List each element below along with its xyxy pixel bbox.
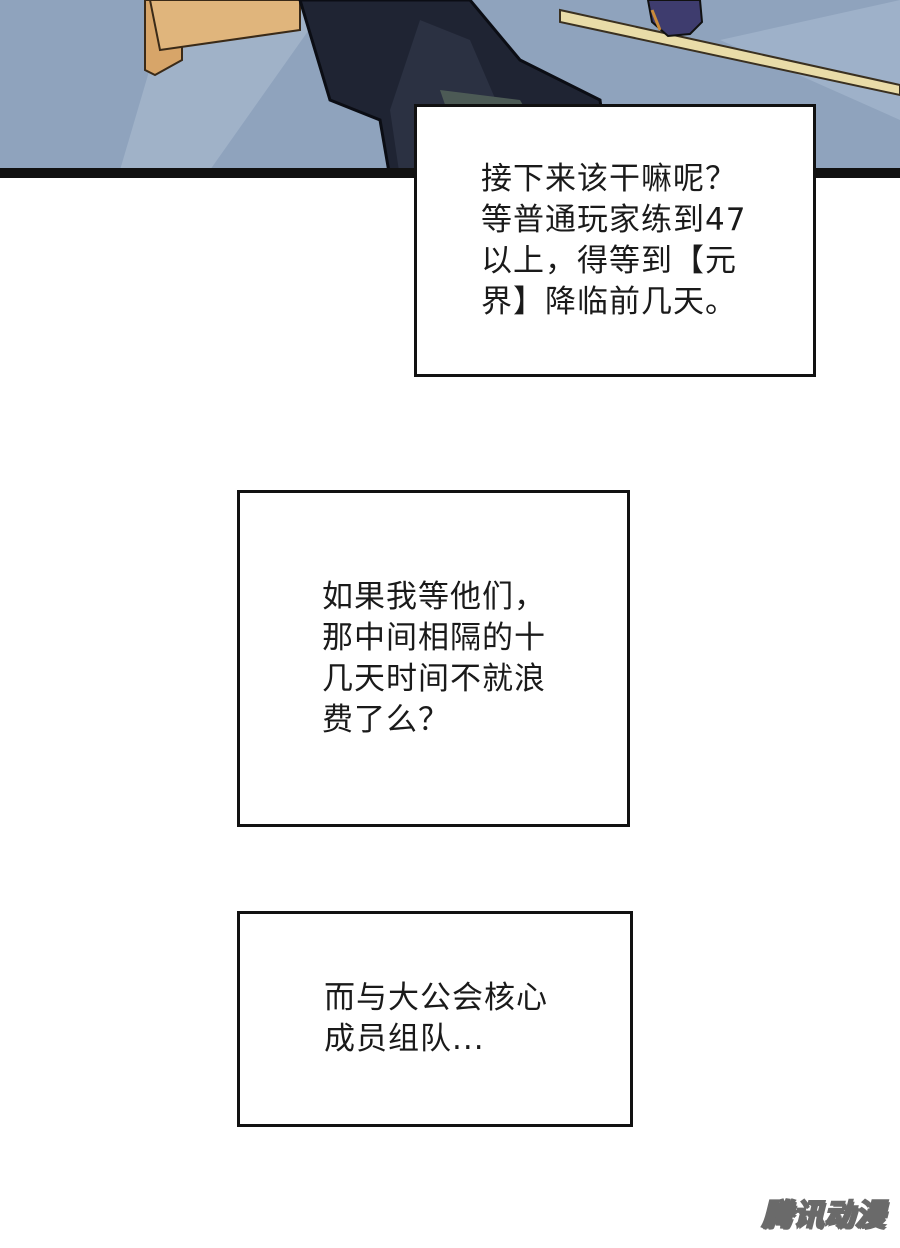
caption-text-2: 如果我等他们， 那中间相隔的十 几天时间不就浪 费了么？ [322, 578, 546, 738]
gloved-hand [646, 0, 704, 38]
wooden-rail [148, 0, 301, 52]
caption-text-1: 接下来该干嘛呢？ 等普通玩家练到47 以上，得等到【元 界】降临前几天。 [481, 160, 747, 320]
caption-box-3: 而与大公会核心 成员组队... [237, 911, 633, 1127]
staff-pole [559, 8, 900, 97]
caption-box-1: 接下来该干嘛呢？ 等普通玩家练到47 以上，得等到【元 界】降临前几天。 [414, 104, 816, 377]
watermark-logo: 腾讯动漫 [761, 1197, 886, 1234]
caption-box-2: 如果我等他们， 那中间相隔的十 几天时间不就浪 费了么？ [237, 490, 630, 827]
glove-trim [650, 9, 662, 31]
light-streak [720, 0, 900, 120]
caption-text-3: 而与大公会核心 成员组队... [324, 980, 548, 1057]
